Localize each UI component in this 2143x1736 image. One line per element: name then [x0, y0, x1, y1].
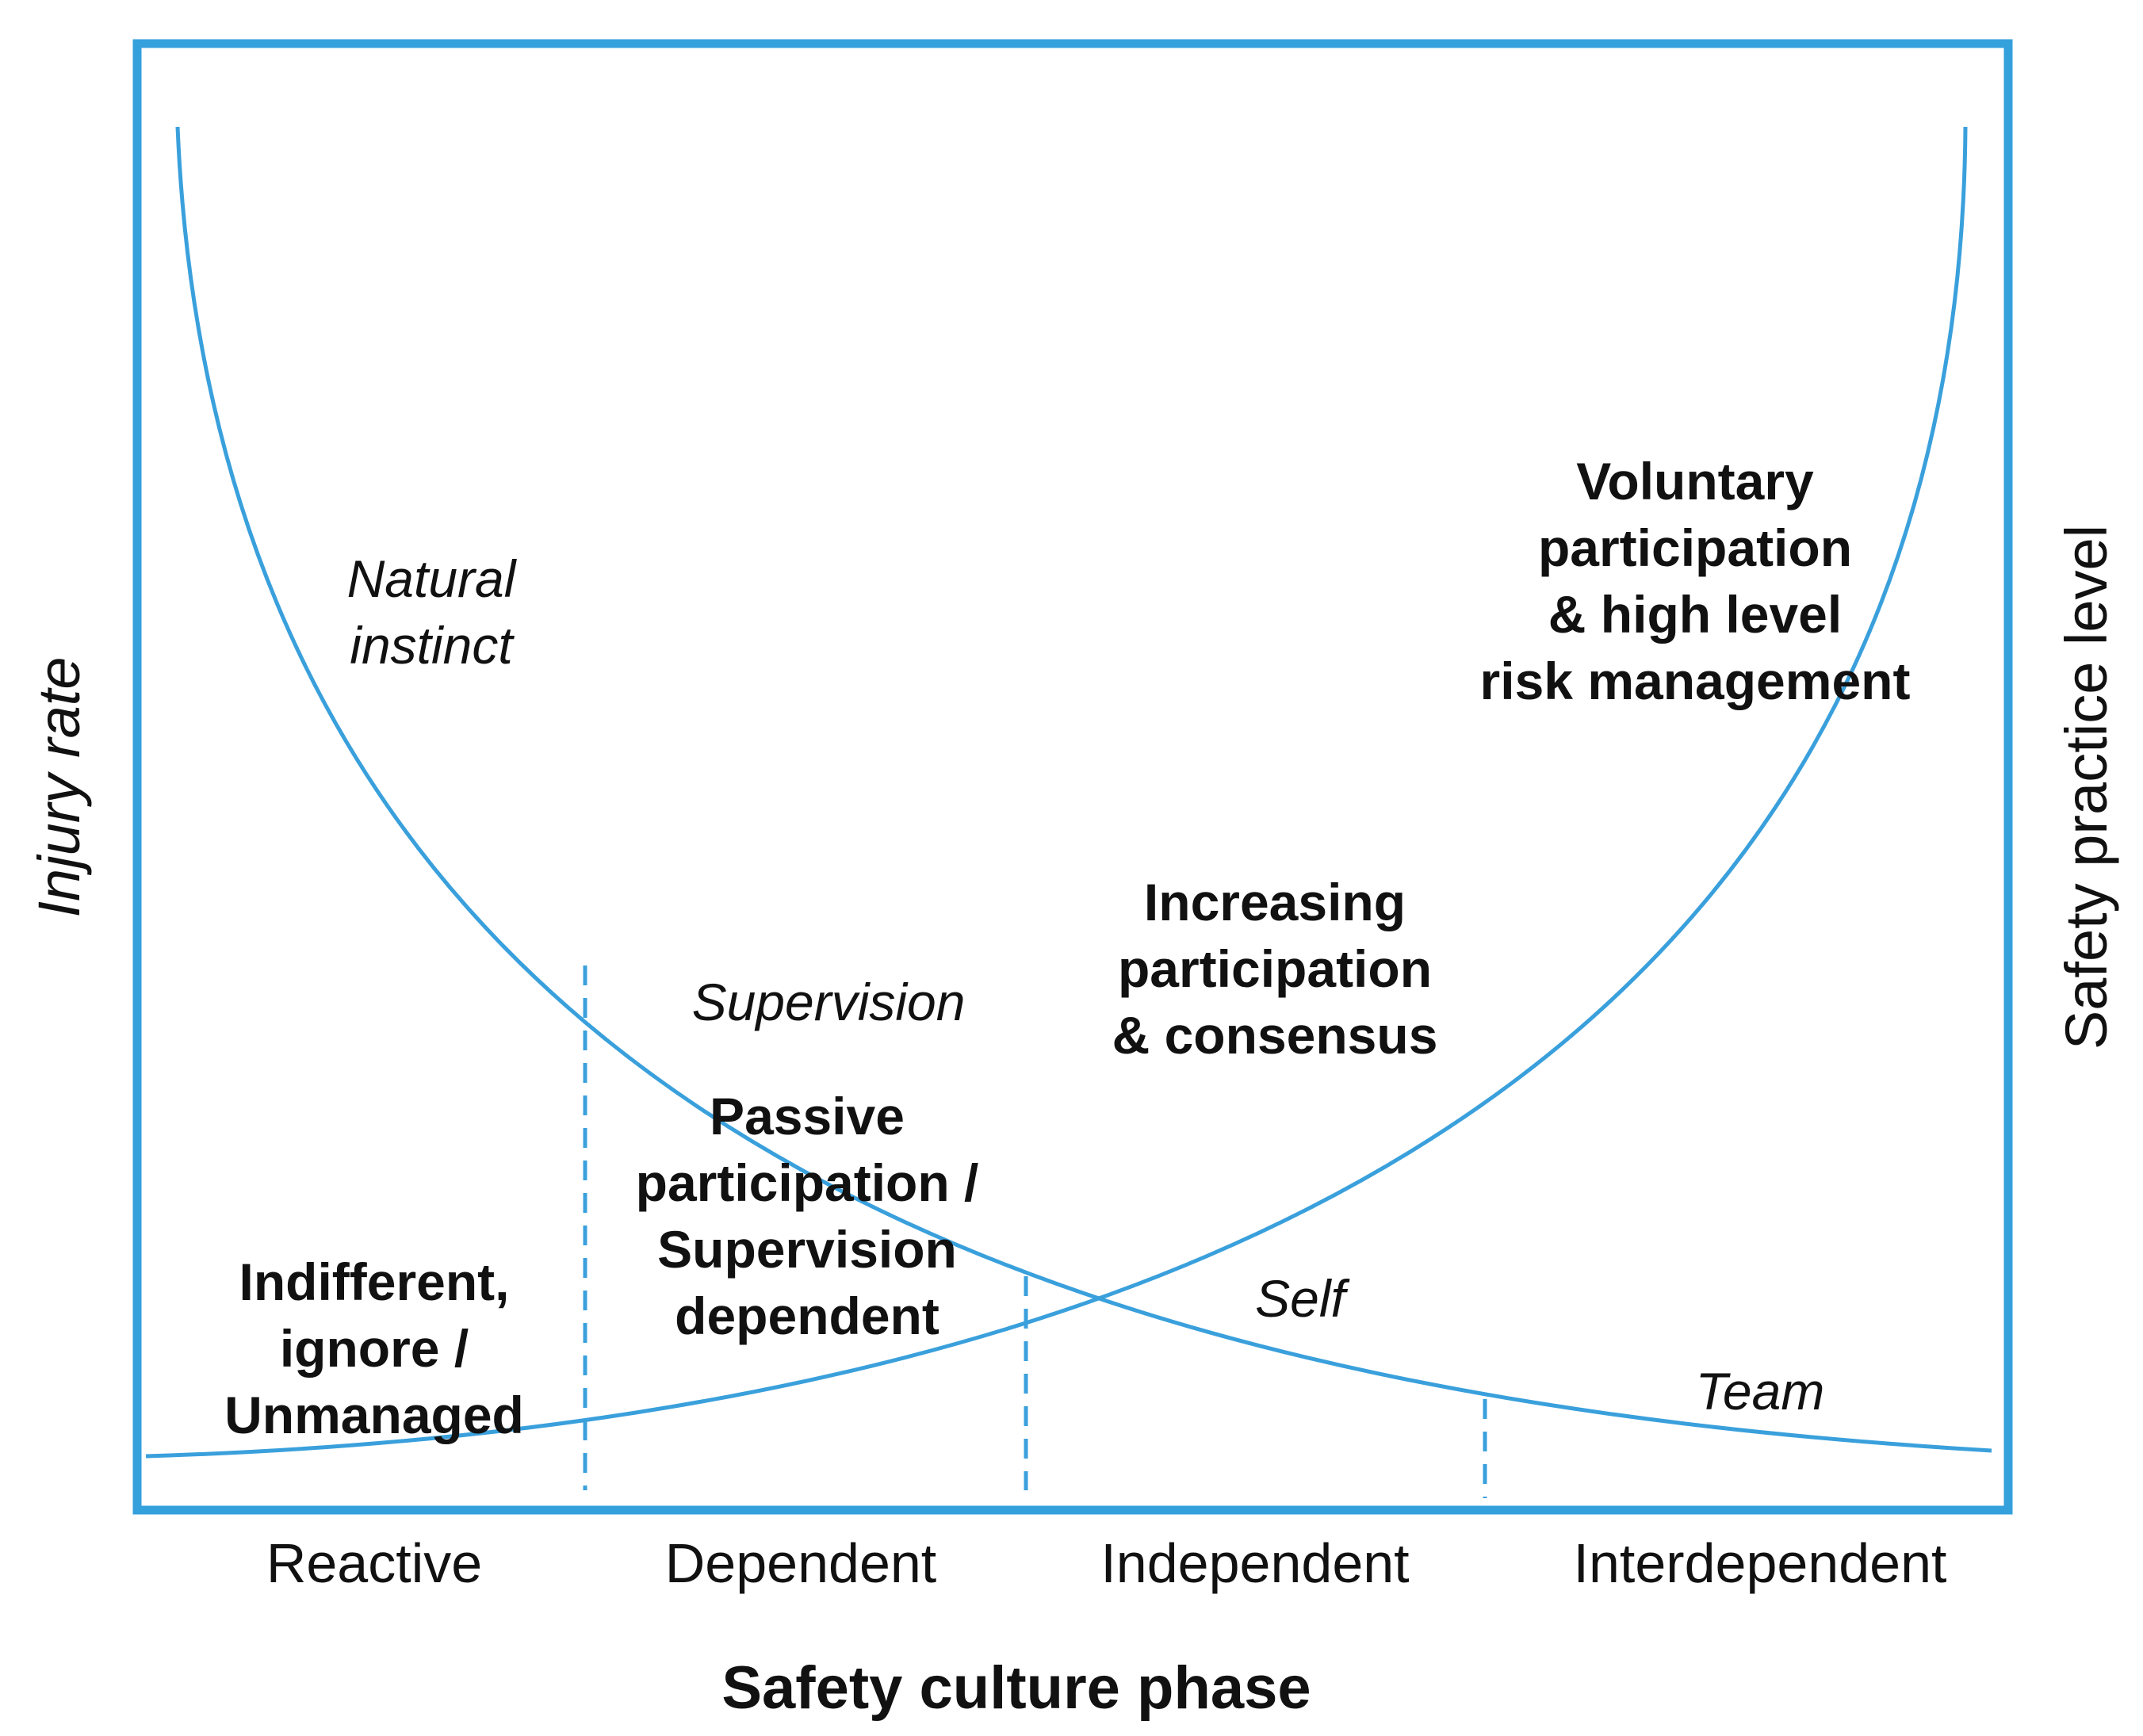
curve-label-natural-instinct: Natural instinct — [347, 545, 516, 679]
curve-label-team: Team — [1695, 1362, 1825, 1421]
x-axis-title: Safety culture phase — [721, 1654, 1311, 1722]
phase-name-independent: Independent — [1100, 1532, 1410, 1594]
desc-dependent-line-1: Passive — [710, 1087, 905, 1145]
desc-interdependent-line-2: participation — [1537, 518, 1853, 577]
injury-rate-curve — [175, 126, 1992, 1453]
desc-dependent-line-2: participation / — [635, 1153, 979, 1212]
desc-dependent-line-3: Supervision — [657, 1220, 957, 1279]
phase-name-interdependent: Interdependent — [1573, 1532, 1947, 1594]
desc-reactive-line-1: Indifferent, — [239, 1252, 510, 1311]
phase-description-reactive: Indifferent, ignore / Unmanaged — [224, 1248, 524, 1448]
phase-name-dependent: Dependent — [664, 1532, 937, 1594]
phase-description-dependent: Passive participation / Supervision depe… — [636, 1083, 979, 1349]
desc-independent-line-2: participation — [1117, 939, 1433, 998]
phase-description-independent: Increasing participation & consensus — [1112, 869, 1438, 1069]
phase-description-interdependent: Voluntary participation & high level ris… — [1480, 448, 1911, 714]
left-axis-title: Injury rate — [26, 656, 92, 918]
desc-independent-line-3: & consensus — [1112, 1006, 1438, 1065]
right-axis-title: Safety practice level — [2053, 524, 2119, 1050]
curve-label-natural-line-2: instinct — [350, 616, 513, 675]
desc-interdependent-line-4: risk management — [1479, 652, 1911, 710]
desc-interdependent-line-1: Voluntary — [1576, 452, 1814, 510]
curve-label-natural-line-1: Natural — [346, 549, 516, 608]
desc-reactive-line-3: Unmanaged — [224, 1386, 524, 1444]
safety-practice-curve — [145, 126, 1968, 1459]
curve-label-supervision: Supervision — [691, 973, 966, 1031]
curve-label-self: Self — [1255, 1269, 1345, 1328]
desc-independent-line-1: Increasing — [1143, 873, 1406, 931]
desc-dependent-line-4: dependent — [675, 1287, 939, 1345]
desc-interdependent-line-3: & high level — [1548, 585, 1843, 644]
desc-reactive-line-2: ignore / — [279, 1319, 469, 1378]
phase-name-reactive: Reactive — [266, 1532, 483, 1594]
diagram-frame — [132, 39, 2013, 1515]
